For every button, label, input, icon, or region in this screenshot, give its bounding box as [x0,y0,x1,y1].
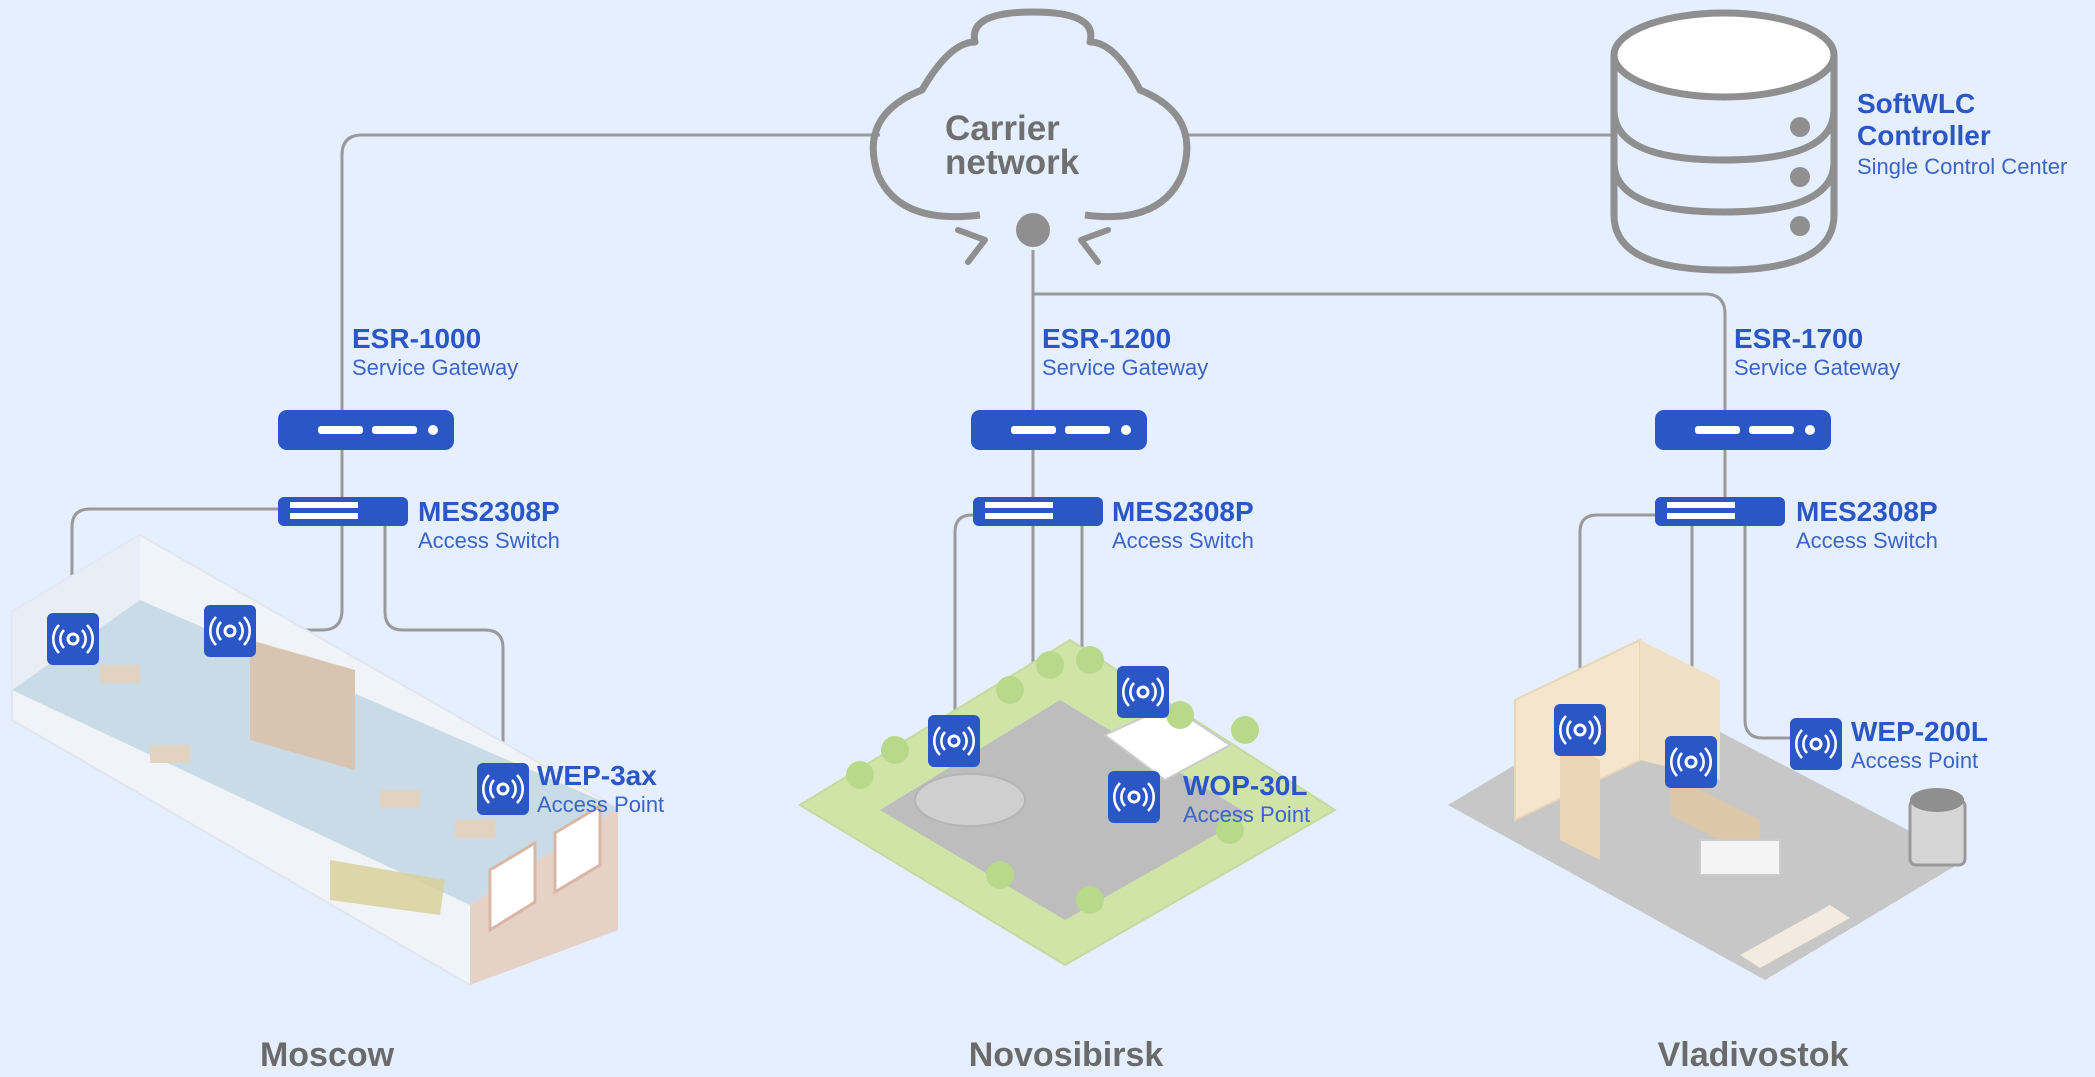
wifi-ap-icon [1108,771,1160,823]
controller-name-line2: Controller [1857,120,1991,151]
ap-name: WOP-30L [1183,770,1308,801]
cloud-label-line1: Carrier [945,109,1060,148]
city-label-moscow: Moscow [259,1036,395,1074]
switch-moscow [278,497,408,526]
cloud-label: Carrier network [945,109,1080,182]
wifi-ap-icon [477,763,529,815]
controller-name-line1: SoftWLC [1857,88,1976,119]
ap-name: WEP-200L [1851,716,1988,747]
ap-role: Access Point [1183,802,1311,827]
gateway-role: Service Gateway [1042,355,1209,380]
gateway-role: Service Gateway [1734,355,1901,380]
switch-name: MES2308P [1796,496,1938,527]
ap-name: WEP-3ax [537,760,657,791]
switch-label-3: MES2308P Access Switch [1796,496,1938,554]
wifi-ap-icon [204,605,256,657]
gateway-esr-1000 [278,410,454,450]
switch-name: MES2308P [1112,496,1254,527]
wifi-ap-icon [928,715,980,767]
wifi-ap-icon [1117,666,1169,718]
ap-role: Access Point [537,792,665,817]
gateway-name: ESR-1700 [1734,323,1864,354]
switch-name: MES2308P [418,496,560,527]
switch-role: Access Switch [1112,528,1254,553]
ap-label-1: WEP-3ax Access Point [537,760,664,818]
controller-role: Single Control Center [1857,154,2068,179]
wifi-ap-icon [1790,718,1842,770]
wifi-ap-icon [47,613,99,665]
gateway-label-1: ESR-1000 Service Gateway [352,323,518,381]
gateway-esr-1200 [971,410,1147,450]
wifi-ap-icon [1554,704,1606,756]
switch-role: Access Switch [418,528,560,553]
ap-role: Access Point [1851,748,1979,773]
cloud-icon [869,8,1191,265]
gateway-name: ESR-1000 [352,323,482,354]
ap-label-2: WOP-30L Access Point [1183,770,1310,828]
database-icon [1610,9,1838,274]
wifi-ap-icon [1665,736,1717,788]
switch-vladivostok [1655,497,1785,526]
vladivostok-hotel-illustration [1448,638,1967,980]
moscow-office-illustration [11,533,620,987]
switch-role: Access Switch [1796,528,1938,553]
gateway-esr-1700 [1655,410,1831,450]
switch-novosibirsk [973,497,1103,526]
novosibirsk-park-illustration [798,638,1337,967]
gateway-label-3: ESR-1700 Service Gateway [1734,323,1900,381]
switch-label-1: MES2308P Access Switch [418,496,560,554]
city-label-vladivostok: Vladivostok [1657,1036,1849,1074]
cloud-label-line2: network [945,143,1080,182]
gateway-role: Service Gateway [352,355,519,380]
gateway-label-2: ESR-1200 Service Gateway [1042,323,1208,381]
gateway-name: ESR-1200 [1042,323,1172,354]
ap-label-3: WEP-200L Access Point [1851,716,1988,774]
switch-label-2: MES2308P Access Switch [1112,496,1254,554]
controller-label: SoftWLC Controller Single Control Center [1857,88,2067,180]
city-label-novosibirsk: Novosibirsk [968,1036,1164,1074]
